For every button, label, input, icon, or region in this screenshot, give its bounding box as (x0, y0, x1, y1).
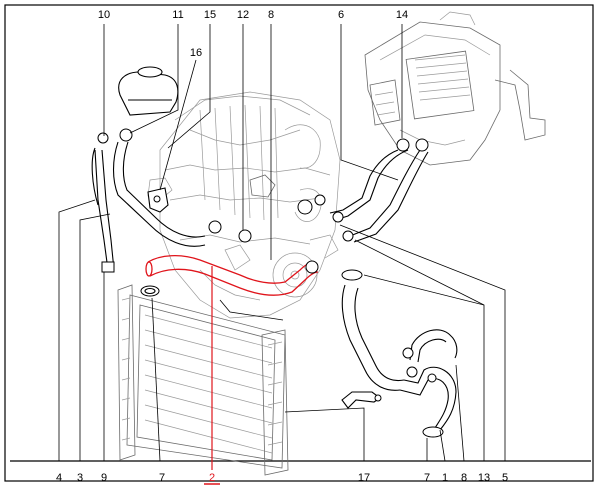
callout-10: 10 (98, 9, 110, 21)
callout-15: 15 (204, 9, 216, 21)
callout-2-highlighted: 2 (209, 472, 215, 484)
bracket (147, 187, 169, 213)
expansion-tank (118, 66, 179, 116)
hose-tank-return (112, 128, 206, 247)
callout-8-bottom: 8 (461, 472, 467, 484)
callout-13: 13 (478, 472, 490, 484)
hose-tank-lower (91, 147, 99, 206)
callout-1: 1 (442, 472, 448, 484)
callout-16: 16 (190, 47, 202, 59)
callout-5: 5 (502, 472, 508, 484)
clamp-radiator (140, 285, 160, 297)
callout-6: 6 (338, 9, 344, 21)
lower-hose-assembly (341, 269, 458, 438)
leader-lines (58, 24, 506, 470)
callout-4: 4 (56, 472, 62, 484)
callout-7-left: 7 (159, 472, 165, 484)
hose-bypass-left (94, 132, 115, 273)
radiator-upper-hose-highlighted (145, 255, 319, 296)
callout-14: 14 (396, 9, 408, 21)
mounting-bracket (341, 391, 382, 409)
callout-11: 11 (172, 9, 183, 21)
engine-block-sketch (147, 91, 341, 319)
callout-labels-top: 10 11 15 16 12 8 6 14 (98, 9, 408, 59)
radiator (117, 284, 289, 476)
diagram-frame (4, 4, 594, 482)
callout-8-top: 8 (268, 9, 274, 21)
callout-12: 12 (237, 9, 249, 21)
callout-3: 3 (77, 472, 83, 484)
heater-housing-sketch (364, 11, 546, 166)
engine-connectors (208, 194, 326, 243)
callout-17: 17 (358, 472, 370, 484)
callout-9: 9 (101, 472, 107, 484)
callout-labels-bottom: 4 3 9 7 2 17 7 1 8 13 5 (56, 472, 508, 484)
callout-7-right: 7 (424, 472, 430, 484)
heater-hoses (329, 138, 429, 243)
